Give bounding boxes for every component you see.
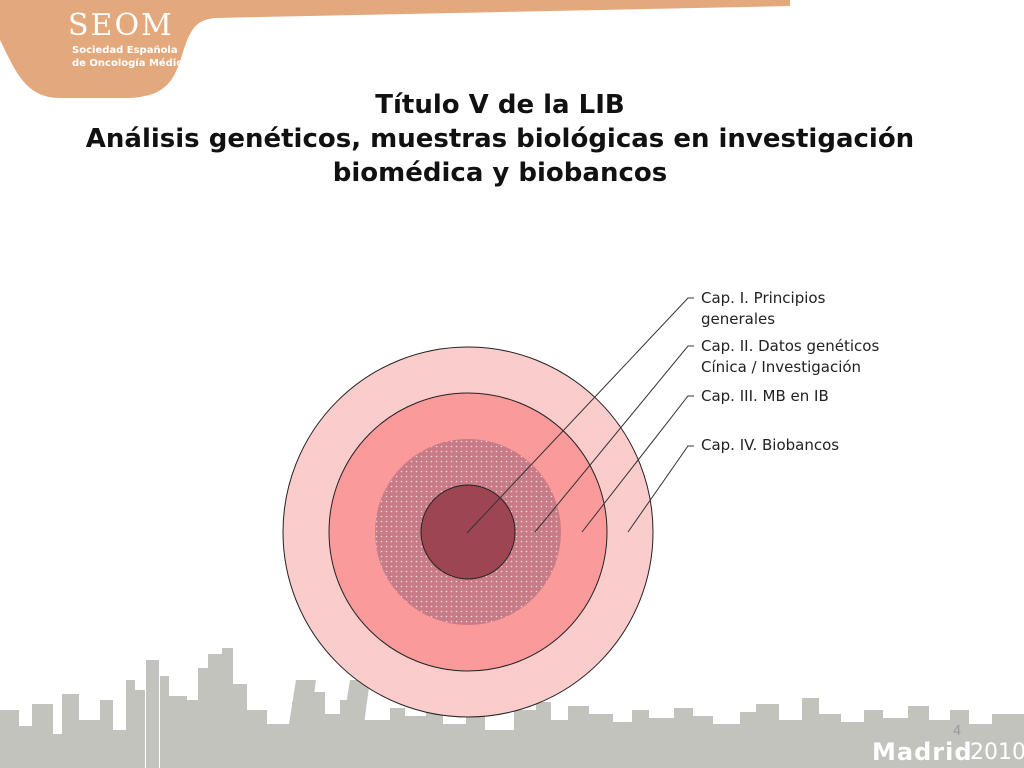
skyline-building <box>740 712 757 768</box>
label-cap-ii: Cap. II. Datos genéticos Cínica / Invest… <box>701 336 879 378</box>
logo-name: SEOM <box>68 8 174 43</box>
skyline-building <box>778 720 803 768</box>
skyline-building <box>550 720 569 768</box>
logo-tab-shape <box>0 0 790 98</box>
label-cap-i: Cap. I. Principios generales <box>701 288 825 330</box>
skyline-building <box>802 698 819 768</box>
skyline-building <box>536 702 551 768</box>
skyline-building <box>134 690 145 768</box>
skyline-building <box>62 694 79 768</box>
skyline-building <box>466 714 485 768</box>
skyline-building <box>632 710 649 768</box>
skyline-building <box>168 696 187 768</box>
skyline-buildings <box>0 648 1024 768</box>
skyline-building <box>222 648 233 768</box>
title-line-1: Título V de la LIB <box>375 90 625 120</box>
label-cap-iii-line1: Cap. III. MB en IB <box>701 387 829 405</box>
skyline-building <box>18 726 33 768</box>
label-cap-ii-line1: Cap. II. Datos genéticos <box>701 337 880 355</box>
label-cap-i-line1: Cap. I. Principios <box>701 289 826 307</box>
skyline-building <box>968 724 993 768</box>
skyline-building <box>232 684 247 768</box>
label-cap-iii: Cap. III. MB en IB <box>701 386 829 407</box>
madrid-skyline <box>0 648 1024 768</box>
skyline-building <box>360 720 391 768</box>
skyline-building <box>818 714 841 768</box>
skyline-building <box>208 654 223 768</box>
skyline-building <box>324 714 341 768</box>
title-line-2: Análisis genéticos, muestras biológicas … <box>85 124 915 154</box>
skyline-building <box>514 710 537 768</box>
skyline-building <box>588 714 613 768</box>
label-cap-i-line2: generales <box>701 310 776 328</box>
slide-title: Título V de la LIB Análisis genéticos, m… <box>0 88 1000 190</box>
skyline-building <box>52 734 63 768</box>
leader-line-cap-i <box>466 297 694 534</box>
skyline-building <box>404 716 427 768</box>
skyline-building <box>882 718 909 768</box>
skyline-building <box>840 722 865 768</box>
skyline-building <box>442 724 467 768</box>
skyline-building <box>908 706 929 768</box>
logo-subtitle-line2: de Oncología Médica <box>72 58 189 69</box>
leader-line-cap-iv <box>627 445 694 533</box>
skyline-building <box>390 708 405 768</box>
skyline-building <box>126 680 135 768</box>
skyline-building <box>186 700 199 768</box>
skyline-building <box>674 708 693 768</box>
label-cap-ii-line2: Cínica / Investigación <box>701 358 862 376</box>
skyline-building <box>648 718 675 768</box>
skyline-building <box>78 720 101 768</box>
label-cap-iv: Cap. IV. Biobancos <box>701 435 839 456</box>
skyline-building <box>484 730 515 768</box>
skyline-building <box>568 706 589 768</box>
skyline-building <box>112 730 127 768</box>
skyline-building <box>864 710 883 768</box>
skyline-building <box>198 668 209 768</box>
label-cap-iv-line1: Cap. IV. Biobancos <box>701 436 840 454</box>
leader-line-cap-ii <box>534 345 694 533</box>
skyline-building <box>246 710 267 768</box>
skyline-building <box>928 720 951 768</box>
skyline-building <box>426 700 443 768</box>
skyline-building <box>992 714 1024 768</box>
skyline-building <box>0 710 19 768</box>
skyline-building <box>612 722 633 768</box>
skyline-building <box>310 692 325 768</box>
skyline-leaning-tower <box>282 680 316 768</box>
leader-line-cap-iii <box>581 395 694 533</box>
skyline-building <box>712 724 741 768</box>
footer-city: Madrid <box>872 738 973 766</box>
skyline-building <box>160 676 169 768</box>
page-number: 4 <box>953 724 962 739</box>
skyline-building <box>756 704 779 768</box>
seom-logo <box>0 0 790 98</box>
skyline-leaning-tower <box>336 680 370 768</box>
footer-year: 2010 <box>970 740 1024 765</box>
title-line-3: biomédica y biobancos <box>332 158 668 188</box>
skyline-building <box>100 700 113 768</box>
skyline-building <box>950 710 969 768</box>
skyline-building <box>692 716 713 768</box>
skyline-building <box>146 660 159 768</box>
logo-subtitle-line1: Sociedad Española <box>72 45 178 56</box>
skyline-building <box>32 704 53 768</box>
